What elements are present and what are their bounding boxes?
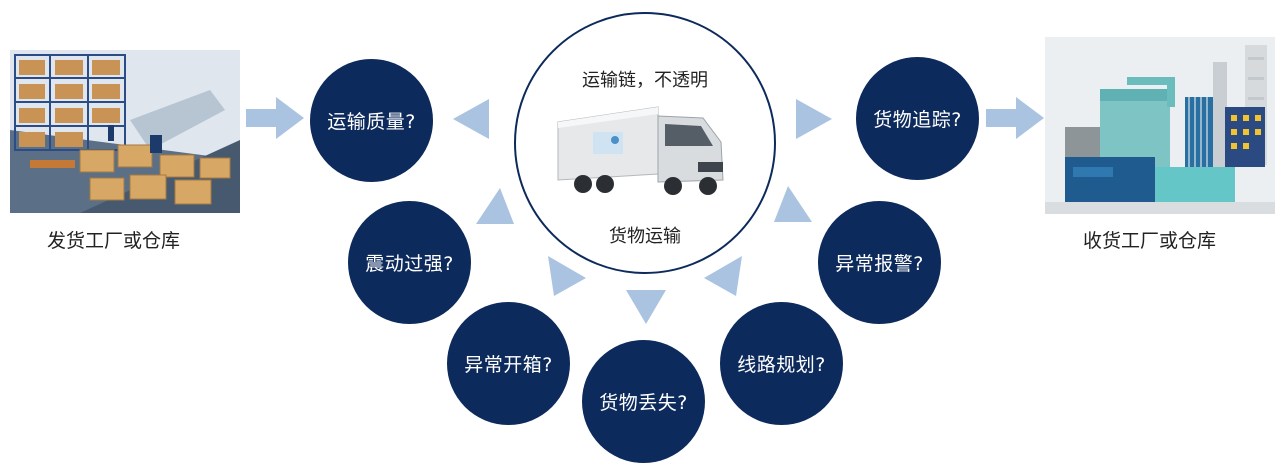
node-abnormal-alarm: 异常报警? — [818, 201, 941, 324]
left-site-label: 发货工厂或仓库 — [47, 230, 181, 252]
triangle-lower-right — [704, 256, 742, 296]
node-excessive-vibration: 震动过强? — [348, 201, 471, 324]
triangle-upper-right — [774, 186, 812, 222]
triangle-right — [796, 99, 832, 139]
triangle-lower-left — [548, 256, 586, 296]
center-top-text: 运输链，不透明 — [582, 70, 708, 91]
node-cargo-tracking: 货物追踪? — [856, 57, 979, 180]
node-cargo-loss: 货物丢失? — [582, 340, 705, 463]
truck-icon — [557, 106, 724, 195]
triangle-left — [453, 99, 489, 139]
node-route-planning: 线路规划? — [720, 302, 843, 425]
arrow-right-right — [986, 97, 1044, 139]
center-bottom-text: 货物运输 — [609, 226, 681, 247]
triangle-bottom — [626, 290, 666, 324]
node-abnormal-opening: 异常开箱? — [447, 302, 570, 425]
triangle-upper-left — [476, 188, 514, 224]
node-transport-quality: 运输质量? — [310, 59, 433, 182]
center-circle: 运输链，不透明 货物运输 — [514, 12, 776, 274]
warehouse-image — [10, 50, 240, 213]
right-site-label: 收货工厂或仓库 — [1083, 230, 1217, 252]
factory-image — [1045, 37, 1275, 214]
arrow-right-left — [246, 97, 304, 139]
